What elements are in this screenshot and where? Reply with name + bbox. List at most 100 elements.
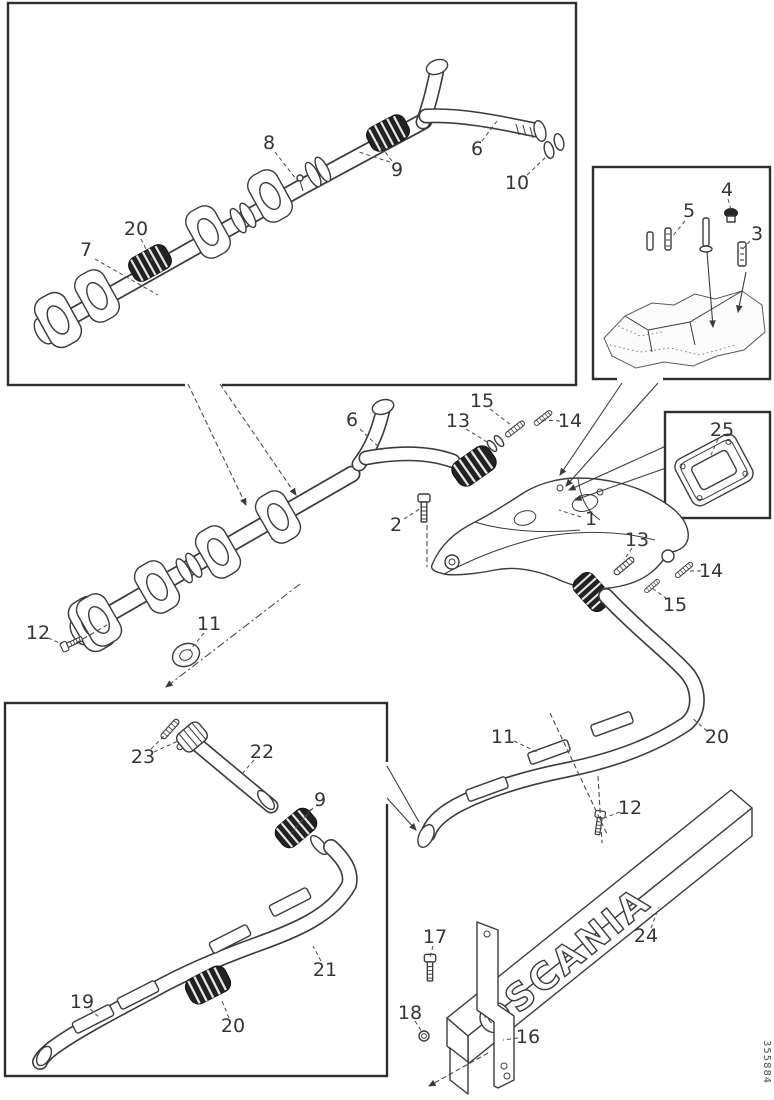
- callout-leader-16: [502, 1037, 519, 1041]
- connector-line: [565, 382, 659, 487]
- mounting-strap-16: [476, 921, 515, 1089]
- callout-leader-11: [189, 632, 205, 651]
- lower-manifold-drawing: [34, 717, 350, 1068]
- callout-leader-14: [540, 419, 561, 422]
- callout-leader-25: [710, 438, 719, 456]
- part-callout-10: 10: [505, 172, 529, 194]
- seal-ring-10: [553, 133, 565, 151]
- connector-line: [187, 383, 247, 506]
- border-gap: [380, 762, 390, 804]
- part-callout-15: 15: [470, 390, 494, 412]
- part-callout-20: 20: [705, 726, 729, 748]
- part-callout-9: 9: [314, 789, 326, 811]
- connector-line: [428, 1052, 489, 1087]
- inset-engine-block: [591, 165, 772, 384]
- gasket-11: [171, 642, 201, 668]
- part-callout-18: 18: [398, 1002, 422, 1024]
- part-callout-14: 14: [699, 560, 723, 582]
- callout-leader-5: [670, 220, 686, 239]
- part-callout-16: 16: [516, 1026, 540, 1048]
- connector-line: [165, 583, 301, 688]
- callout-leader-22: [240, 759, 255, 776]
- callout-leader-13: [623, 547, 633, 561]
- part-callout-5: 5: [683, 200, 695, 222]
- connector-line: [559, 382, 623, 476]
- callout-leader-23: [150, 734, 166, 750]
- stud-5: [646, 227, 672, 251]
- callout-leader-21: [312, 945, 322, 962]
- inset-lower-manifold-border: [3, 701, 389, 1078]
- callout-leader-9: [358, 151, 391, 163]
- bolt-12: [591, 809, 607, 836]
- connector-line: [75, 624, 108, 644]
- bolt-14: [532, 409, 554, 427]
- callout-leader-17: [429, 945, 434, 958]
- part-callout-13: 13: [625, 529, 649, 551]
- pipe-end-opening: [35, 1045, 53, 1067]
- callout-leader-18: [414, 1020, 423, 1033]
- callout-leader-23: [153, 740, 179, 753]
- washer-13: [493, 434, 505, 448]
- callout-leader-11: [513, 740, 540, 754]
- stud-long: [699, 217, 713, 253]
- washer-13: [486, 439, 498, 453]
- callout-leader-1: [558, 509, 582, 518]
- part-callout-11: 11: [491, 726, 515, 748]
- cap-nut-4: [724, 208, 738, 223]
- plug-8: [296, 174, 304, 192]
- callout-leader-9: [290, 808, 312, 835]
- port-flange: [589, 710, 635, 738]
- callout-leader-12: [603, 811, 621, 819]
- callout-leader-2: [403, 507, 422, 520]
- part-callout-2: 2: [390, 514, 402, 536]
- part-callout-13: 13: [446, 410, 470, 432]
- inset-lower-manifold: [3, 701, 390, 1078]
- part-callout-25: 25: [710, 419, 734, 441]
- spacer-sleeve-3: [737, 241, 747, 267]
- part-callout-9: 9: [391, 159, 403, 181]
- connector-line: [567, 445, 667, 491]
- connector-line: [549, 712, 608, 835]
- part-callout-4: 4: [721, 179, 733, 201]
- stud-15: [643, 578, 661, 594]
- inset-gasket: [663, 410, 772, 520]
- pipe-end-flange: [417, 824, 435, 848]
- part-callout-11: 11: [197, 613, 221, 635]
- part-callout-22: 22: [250, 741, 274, 763]
- callout-leader-12: [47, 637, 63, 645]
- box-pointer-lines: [75, 251, 747, 1087]
- threaded-end-22: [175, 721, 209, 753]
- callout-leader-13: [465, 428, 490, 444]
- inset-top-manifold-border: [6, 1, 578, 387]
- callout-leader-3: [740, 240, 751, 252]
- port-flange: [267, 886, 313, 918]
- callout-leader-4: [727, 198, 732, 211]
- part-callout-1: 1: [585, 508, 597, 530]
- y-pipe-inlet: [371, 398, 395, 416]
- part-callout-12: 12: [618, 797, 642, 819]
- callout-leader-6: [359, 428, 383, 451]
- y-pipe-inlet: [425, 58, 449, 76]
- part-callout-23: 23: [131, 746, 155, 768]
- part-callout-20: 20: [221, 1015, 245, 1037]
- inset-engine-block-border: [591, 165, 772, 381]
- part-callout-19: 19: [70, 991, 94, 1013]
- part-callout-20: 20: [124, 218, 148, 240]
- part-callout-7: 7: [80, 239, 92, 261]
- part-callout-3: 3: [751, 223, 763, 245]
- callout-leader-24: [650, 906, 660, 929]
- engine-block-drawing: [603, 208, 766, 369]
- callout-leader-10: [526, 155, 548, 176]
- part-callout-24: 24: [634, 925, 658, 947]
- connector-line: [386, 765, 420, 823]
- callout-leader-20: [690, 716, 708, 732]
- connector-line: [706, 251, 716, 329]
- part-callout-14: 14: [558, 410, 582, 432]
- seal-ring-10: [543, 141, 555, 159]
- brand-text: SCANIA: [497, 879, 659, 1022]
- bolt-14: [673, 560, 695, 580]
- document-number: 355884: [761, 1040, 772, 1084]
- part-callout-17: 17: [423, 926, 447, 948]
